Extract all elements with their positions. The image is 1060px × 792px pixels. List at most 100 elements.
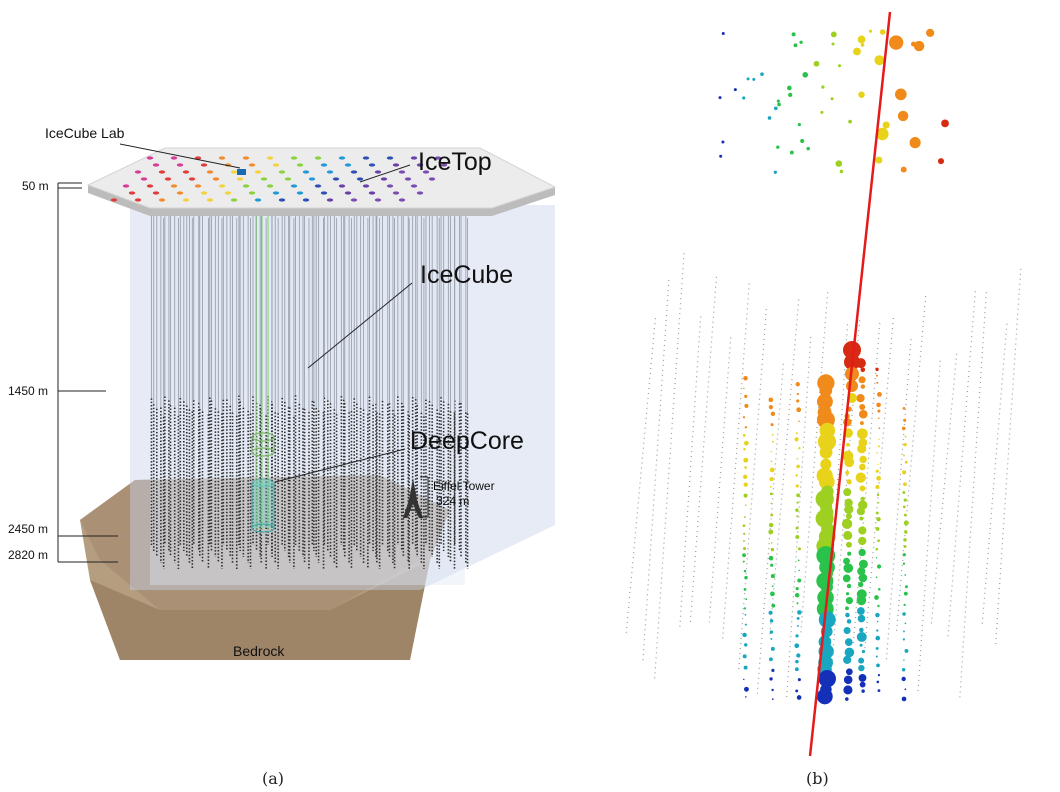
dom-hit [859, 455, 867, 464]
dom-hit [797, 559, 800, 562]
icetop-hit [813, 60, 820, 67]
dom-hit [770, 513, 774, 517]
dom-hit [768, 610, 773, 615]
dom-hit [795, 526, 799, 530]
dom-hit [743, 678, 745, 681]
icetop-tank [242, 184, 250, 188]
dom-hit [878, 587, 881, 591]
caption-a: (a) [262, 769, 284, 788]
dom-hit [858, 673, 867, 682]
icetop-hit [721, 31, 725, 36]
dom-hit [902, 638, 905, 641]
dom-hit [903, 498, 907, 502]
dom-hit [795, 634, 799, 638]
dom-hit [875, 484, 880, 489]
icetop-tank [290, 156, 298, 160]
dom-hit [859, 421, 864, 425]
dom-hit [844, 498, 853, 507]
dom-hit [769, 492, 773, 496]
dom-hit [819, 474, 835, 490]
dom-hit [744, 623, 747, 626]
detector-string [930, 353, 958, 627]
callout-icecube-lab [119, 143, 241, 169]
icetop-hit [909, 137, 921, 149]
dom-hit [844, 457, 855, 468]
dom-hit [798, 420, 800, 423]
icetop-hit [875, 156, 883, 164]
dom-hit [856, 595, 867, 606]
dom-hit [772, 440, 774, 443]
dom-hit [858, 664, 865, 672]
icetop-hit [820, 110, 824, 114]
dom-hit [877, 409, 881, 413]
icetop-hit [789, 150, 794, 155]
dom-hit [743, 375, 748, 381]
dom-hit [860, 367, 866, 373]
dom-hit [846, 479, 852, 485]
icetop-tank [386, 184, 394, 188]
dom-hit [877, 445, 880, 448]
dom-hit [770, 502, 772, 505]
icetop-hit [897, 110, 909, 122]
dom-hit [744, 516, 746, 518]
dom-hit [816, 393, 833, 410]
dom-hit [743, 665, 748, 670]
eiffel-tower-icon [403, 478, 423, 518]
detector-string [981, 323, 1008, 625]
icetop-tank [230, 170, 238, 174]
icetop-hit [900, 166, 907, 173]
icetop-hit [776, 145, 780, 149]
dom-hit [771, 668, 775, 672]
icetop-tank [356, 177, 364, 181]
dom-hit [856, 507, 865, 516]
icetop-tank [200, 191, 208, 195]
dom-hit [771, 698, 774, 701]
dom-hit [857, 567, 866, 576]
dom-hit [846, 619, 852, 624]
icetop-tank [398, 170, 406, 174]
icetop-tank [170, 156, 178, 160]
icetop-hit [777, 102, 781, 107]
dom-hit [857, 614, 866, 623]
dom-hit [769, 619, 774, 623]
icetop-tank [392, 163, 400, 167]
dom-hit [877, 392, 882, 397]
caption-b: (b) [806, 769, 829, 788]
eiffel-scale-bracket [420, 476, 429, 518]
icecube-lab-building [237, 169, 246, 175]
dom-hit [743, 474, 748, 479]
label-bedrock: Bedrock [233, 643, 285, 659]
icetop-tank [422, 170, 430, 174]
detector-string [947, 291, 976, 640]
dom-hit [904, 585, 908, 589]
icetop-hit [941, 119, 949, 128]
dom-hit [744, 440, 749, 446]
dom-hit [795, 586, 799, 591]
dom-hit [796, 407, 802, 413]
dom-hit [795, 659, 799, 664]
dom-hit [902, 491, 906, 494]
icetop-tank [212, 177, 220, 181]
dom-hit [841, 518, 853, 529]
icetop-tank [302, 170, 310, 174]
icetop-tank [314, 156, 322, 160]
dom-hit [796, 464, 800, 469]
dom-hit [743, 539, 745, 542]
dom-hit [857, 444, 867, 454]
dom-hit [844, 638, 853, 647]
dom-hit [859, 681, 866, 688]
depth-label-2820m: 2820 m [8, 548, 48, 562]
icetop-tank [332, 177, 340, 181]
icetop-tank [158, 170, 166, 174]
icetop-tank [158, 198, 166, 202]
dom-hit [904, 530, 908, 534]
icetop-tanks [110, 156, 448, 202]
dom-hit-bright [846, 380, 858, 392]
dom-hit [819, 445, 833, 459]
dom-hit [858, 526, 867, 535]
icetop-tank [206, 198, 214, 202]
dom-hit [876, 620, 879, 623]
icetop-hit [793, 43, 798, 48]
icetop-tank [338, 156, 346, 160]
dom-hit [742, 553, 746, 558]
